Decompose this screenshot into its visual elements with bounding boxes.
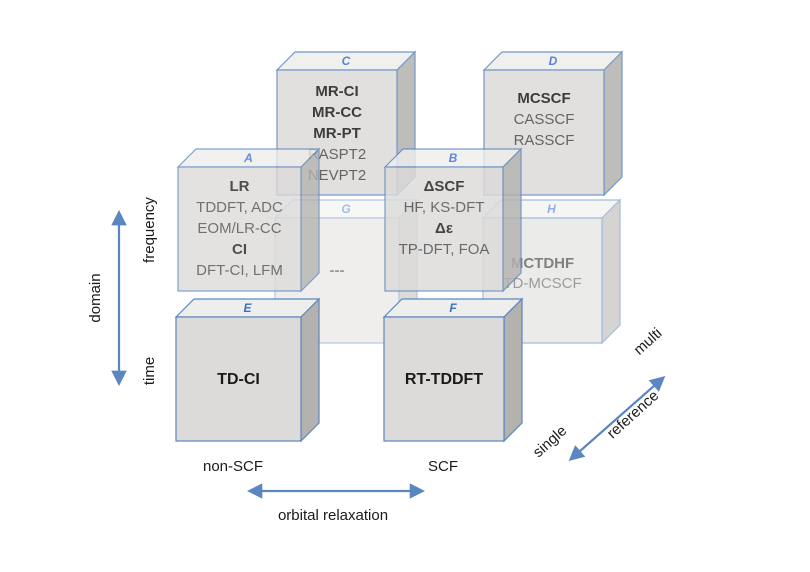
- cube-f: F RT-TDDFT: [382, 297, 524, 443]
- time-label: time: [141, 357, 158, 385]
- cube-letter: F: [449, 301, 457, 315]
- cube-side-face: [502, 147, 522, 293]
- cube-method-label: MCTDHF: [511, 255, 574, 272]
- reference-arrow: [568, 375, 666, 462]
- reference-axis-label: reference: [604, 387, 662, 442]
- cube-method-label: HF, KS-DFT: [404, 199, 485, 216]
- cube-method-label: ---: [330, 262, 345, 279]
- multi-label: multi: [631, 325, 666, 359]
- scf-label: SCF: [428, 458, 458, 475]
- cube-e: E TD-CI: [174, 297, 321, 443]
- cube-method-label: TD-MCSCF: [503, 275, 581, 292]
- cube-side-face: [601, 198, 621, 345]
- cube-method-label: RASSCF: [514, 132, 575, 149]
- cube-letter: B: [449, 151, 458, 165]
- cube-method-label: Δε: [435, 220, 453, 237]
- cube-front-face: [177, 166, 302, 292]
- cube-method-label: CI: [232, 241, 247, 258]
- cube-letter: D: [549, 54, 558, 68]
- cube-method-label: TP-DFT, FOA: [399, 241, 490, 258]
- cube-method-label: NEVPT2: [308, 167, 366, 184]
- cube-method-label: RT-TDDFT: [405, 371, 483, 388]
- cube-method-label: EOM/LR-CC: [197, 220, 281, 237]
- cube-method-label: LR: [230, 178, 250, 195]
- cube-side-face: [300, 147, 320, 293]
- cube-letter: E: [243, 301, 252, 315]
- cube-side-face: [300, 297, 320, 443]
- non-scf-label: non-SCF: [203, 458, 263, 475]
- cube-method-label: MR-CI: [315, 83, 358, 100]
- cube-side-face: [503, 297, 523, 443]
- cube-a: A LR TDDFT, ADC EOM/LR-CC CI DFT-CI, LFM: [176, 147, 321, 293]
- cube-letter: A: [243, 151, 253, 165]
- cube-side-face: [603, 50, 623, 197]
- cube-letter: C: [342, 54, 351, 68]
- single-label: single: [530, 422, 571, 461]
- cube-front-face: [175, 316, 302, 442]
- cube-method-label: RASPT2: [308, 146, 366, 163]
- cube-method-label: ΔSCF: [424, 178, 465, 195]
- orbital-relaxation-axis-label: orbital relaxation: [278, 507, 388, 524]
- frequency-label: frequency: [141, 197, 158, 263]
- cube-method-label: TD-CI: [217, 371, 260, 388]
- cube-letter: G: [341, 202, 350, 216]
- cube-front-face: [383, 316, 505, 442]
- cube-method-label: CASSCF: [514, 111, 575, 128]
- cube-method-label: DFT-CI, LFM: [196, 262, 283, 279]
- cube-front-face: [384, 166, 504, 292]
- cube-method-label: MCSCF: [517, 90, 570, 107]
- cube-method-label: MR-PT: [313, 125, 361, 142]
- cube-method-label: TDDFT, ADC: [196, 199, 283, 216]
- domain-axis-label: domain: [87, 273, 104, 322]
- cubes-layer: G --- H MCTDHF TD-MCSCF C MR-CI MR-CC MR-PT RASPT…: [174, 50, 624, 443]
- cube-method-label: MR-CC: [312, 104, 362, 121]
- cube-letter: H: [547, 202, 556, 216]
